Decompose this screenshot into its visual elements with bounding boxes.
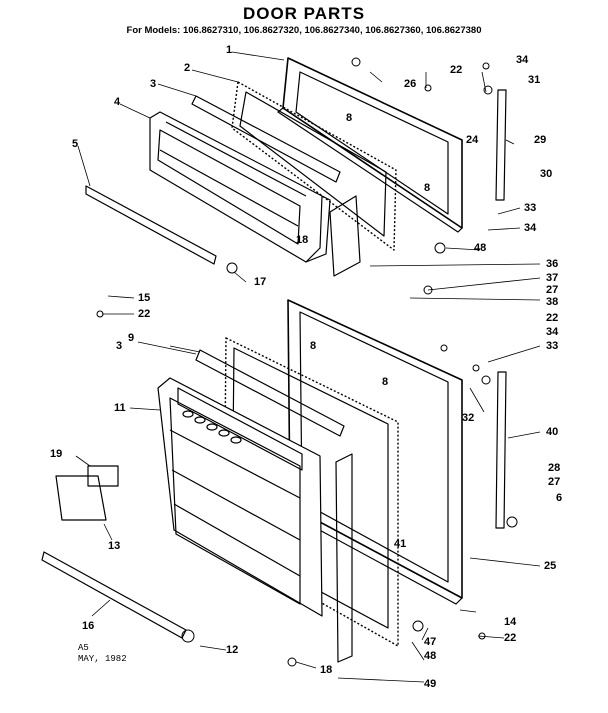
callout-11: 11 bbox=[114, 402, 126, 414]
fresh-shelf-strip bbox=[195, 349, 345, 437]
callout-31: 31 bbox=[528, 74, 541, 86]
egg-bin bbox=[182, 410, 242, 444]
freezer-door-trim bbox=[329, 195, 361, 277]
callout-28: 28 bbox=[548, 462, 561, 474]
callout-12: 12 bbox=[226, 644, 239, 656]
callout-15: 15 bbox=[138, 292, 151, 304]
fresh-food-door-liner bbox=[157, 377, 323, 617]
footer-note: A5 MAY, 1982 bbox=[78, 643, 127, 665]
freezer-shelf-bar bbox=[85, 185, 217, 265]
callout-26: 26 bbox=[404, 78, 417, 90]
model-list: For Models: 106.8627310, 106.8627320, 10… bbox=[126, 25, 482, 36]
butter-compartment bbox=[55, 475, 107, 521]
callout-36: 36 bbox=[546, 258, 559, 270]
fresh-shelf-bar bbox=[41, 551, 187, 639]
callout-33: 33 bbox=[524, 202, 537, 214]
callout-49: 49 bbox=[424, 678, 437, 690]
callout-3: 3 bbox=[116, 340, 123, 352]
callout-41: 41 bbox=[394, 538, 407, 550]
callout-3: 3 bbox=[150, 78, 157, 90]
callout-17: 17 bbox=[254, 276, 267, 288]
callout-32: 32 bbox=[462, 412, 475, 424]
callout-8: 8 bbox=[346, 112, 353, 124]
fresh-handle bbox=[495, 371, 507, 529]
callout-8: 8 bbox=[382, 376, 389, 388]
callout-24: 24 bbox=[466, 134, 479, 146]
callout-9: 9 bbox=[128, 332, 135, 344]
freezer-door-panel bbox=[277, 57, 463, 233]
callout-48: 48 bbox=[424, 650, 437, 662]
freezer-gasket bbox=[231, 81, 397, 251]
butter-door bbox=[87, 465, 119, 487]
callout-33: 33 bbox=[546, 340, 559, 352]
callout-48: 48 bbox=[474, 242, 487, 254]
callout-29: 29 bbox=[534, 134, 547, 146]
callout-8: 8 bbox=[310, 340, 317, 352]
callout-22: 22 bbox=[450, 64, 463, 76]
callout-27: 27 bbox=[546, 284, 559, 296]
callout-38: 38 bbox=[546, 296, 559, 308]
callout-18: 18 bbox=[320, 664, 333, 676]
fresh-door-trim bbox=[335, 453, 353, 663]
callout-16: 16 bbox=[82, 620, 95, 632]
callout-22: 22 bbox=[546, 312, 559, 324]
callout-25: 25 bbox=[544, 560, 557, 572]
callout-34: 34 bbox=[516, 54, 529, 66]
fresh-food-door-panel bbox=[287, 299, 463, 605]
callout-22: 22 bbox=[138, 308, 151, 320]
freezer-door-liner bbox=[149, 111, 331, 263]
callout-8: 8 bbox=[424, 182, 431, 194]
callout-47: 47 bbox=[424, 636, 437, 648]
callout-1: 1 bbox=[226, 44, 233, 56]
callout-22: 22 bbox=[504, 632, 517, 644]
footer-code: A5 bbox=[78, 643, 89, 653]
callout-5: 5 bbox=[72, 138, 79, 150]
callout-13: 13 bbox=[108, 540, 121, 552]
callout-34: 34 bbox=[524, 222, 537, 234]
callout-2: 2 bbox=[184, 62, 191, 74]
callout-19: 19 bbox=[50, 448, 63, 460]
callout-27: 27 bbox=[548, 476, 561, 488]
callout-34: 34 bbox=[546, 326, 559, 338]
callout-18: 18 bbox=[296, 234, 309, 246]
top-shelf-strip bbox=[191, 95, 341, 183]
callout-14: 14 bbox=[504, 616, 517, 628]
callout-40: 40 bbox=[546, 426, 559, 438]
callout-37: 37 bbox=[546, 272, 559, 284]
callout-4: 4 bbox=[114, 96, 121, 108]
callout-6: 6 bbox=[556, 492, 563, 504]
callout-30: 30 bbox=[540, 168, 553, 180]
footer-date: MAY, 1982 bbox=[78, 654, 127, 664]
page-title: DOOR PARTS bbox=[242, 4, 366, 23]
freezer-handle bbox=[495, 89, 507, 201]
